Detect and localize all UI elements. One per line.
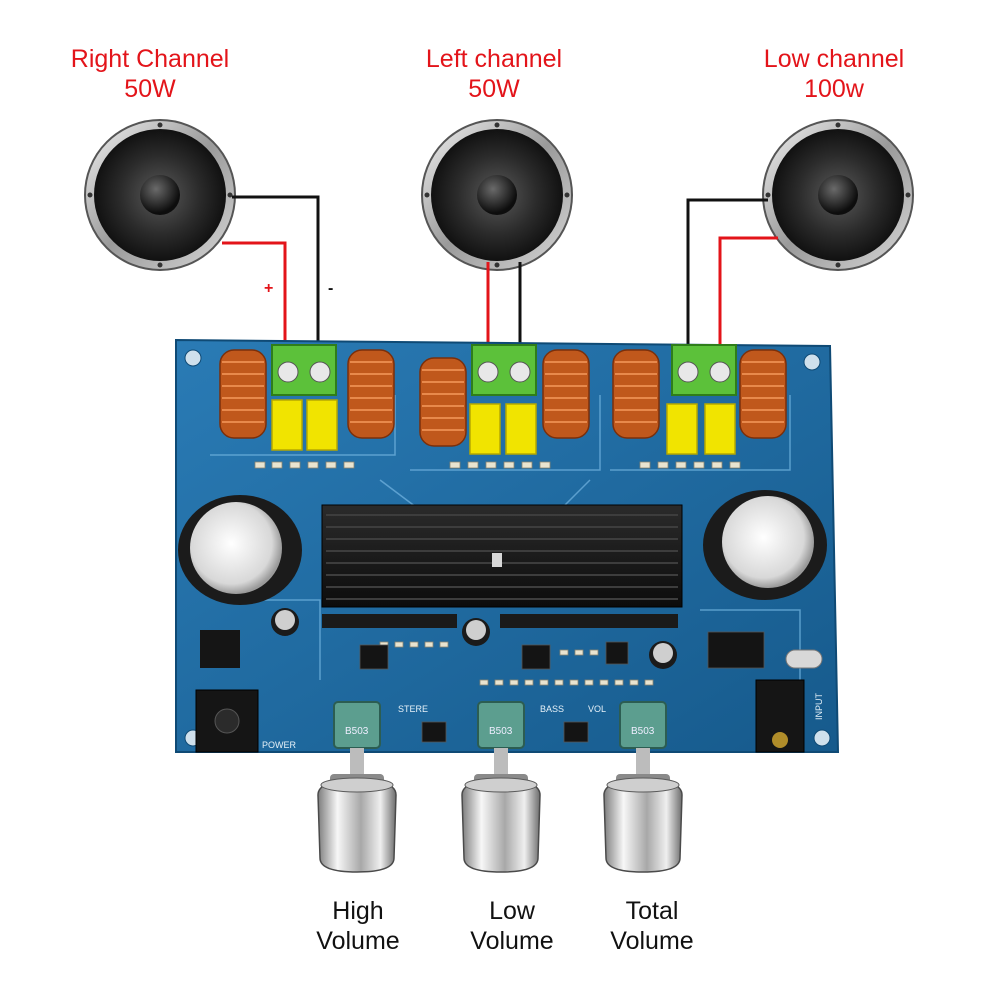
left-channel-name: Left channel: [425, 45, 563, 73]
terminal-low: [671, 344, 737, 396]
low-channel-name: Low channel: [763, 45, 905, 73]
high-volume-line1: High: [332, 897, 384, 925]
low-channel-power: 100w: [804, 75, 864, 103]
speaker-low: [762, 119, 914, 271]
stereo-marking: STERE: [398, 704, 428, 714]
power-marking: POWER: [262, 740, 297, 750]
low-volume-label: Low Volume: [432, 896, 592, 956]
integrated-circuits: [359, 631, 765, 743]
high-volume-label: High Volume: [278, 896, 438, 956]
crystal-oscillator: [785, 649, 823, 669]
minus-sign: -: [328, 280, 334, 297]
low-channel-label: Low channel 100w: [714, 44, 954, 104]
heatsink: [321, 504, 683, 608]
bass-marking: BASS: [540, 704, 564, 714]
film-capacitors: [271, 399, 736, 455]
small-capacitors: [271, 608, 677, 669]
capacitor-left: [178, 495, 302, 605]
capacitor-right: [703, 490, 827, 600]
input-marking: INPUT: [814, 692, 824, 720]
low-volume-line2: Volume: [470, 927, 554, 955]
total-volume-line2: Volume: [610, 927, 694, 955]
coil-2: [347, 349, 395, 439]
knob-total-volume: [603, 701, 683, 873]
audio-input-jack: [755, 679, 805, 753]
right-channel-name: Right Channel: [70, 45, 230, 73]
total-volume-label: Total Volume: [572, 896, 732, 956]
inductor-coils: [219, 349, 787, 447]
plus-sign: +: [264, 280, 274, 297]
coil-6: [739, 349, 787, 439]
coil-4: [542, 349, 590, 439]
pot-code-3: B503: [631, 726, 655, 737]
vol-marking: VOL: [588, 704, 606, 714]
terminal-left: [471, 344, 537, 396]
terminal-right: [271, 344, 337, 396]
coil-5: [612, 349, 660, 439]
knob-high-volume: [317, 701, 397, 873]
coil-3: [419, 357, 467, 447]
right-channel-label: Right Channel 50W: [30, 44, 270, 104]
left-channel-label: Left channel 50W: [374, 44, 614, 104]
coil-1: [219, 349, 267, 439]
total-volume-line1: Total: [625, 897, 679, 925]
pin-header: [322, 614, 678, 628]
knob-low-volume: [461, 701, 541, 873]
smd-components: [254, 461, 741, 686]
high-volume-line2: Volume: [316, 927, 400, 955]
speaker-right: [84, 119, 236, 271]
left-channel-power: 50W: [468, 75, 520, 103]
pot-code-1: B503: [345, 726, 369, 737]
pot-code-2: B503: [489, 726, 513, 737]
dc-power-jack: [195, 630, 259, 753]
low-volume-line1: Low: [489, 897, 535, 925]
speaker-left: [421, 119, 573, 271]
speaker-terminals: [271, 344, 737, 396]
right-channel-power: 50W: [124, 75, 176, 103]
